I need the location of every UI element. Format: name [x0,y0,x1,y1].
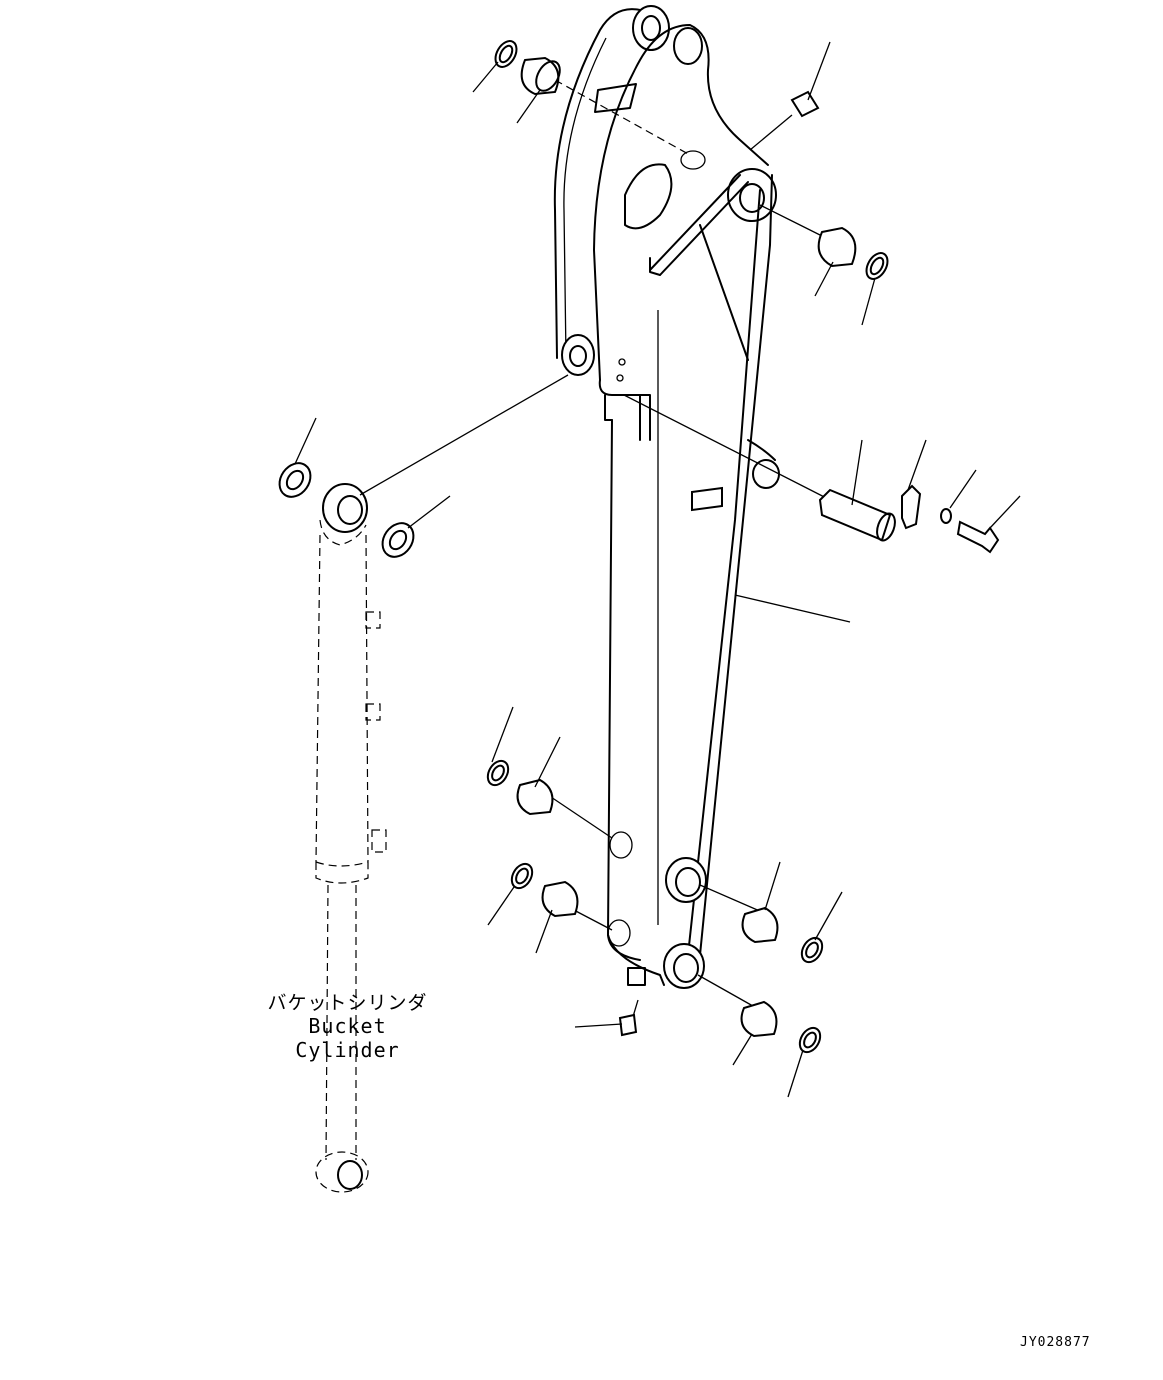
parts [278,40,1000,1054]
shim-lower-right-2 [798,1026,822,1054]
boss-link [752,459,780,489]
boss-left-mid [561,334,595,376]
bushing-left-mid-2 [541,880,579,918]
bushing-top [520,56,560,96]
shim-left-mid-2 [510,862,534,890]
grease-nipple-bottom [618,1013,638,1037]
lock-plate [901,484,922,530]
key-block [691,486,723,512]
bushing-lower-right-2 [740,1000,778,1038]
bushing-upper-right [817,226,857,268]
shim-cylinder-right [381,522,415,558]
washer [940,508,952,524]
drawing-code: JY028877 [1020,1335,1091,1350]
bucket-cylinder [315,483,387,1193]
shim-cylinder-left [278,462,312,498]
bucket-cylinder-label-en: Bucket Cylinder [295,1014,400,1062]
bushing-left-mid-1 [516,778,554,816]
connection-lines [359,79,841,1021]
boss-upper-right [727,168,777,222]
link-pin [818,488,892,542]
bushing-lower-right-1 [741,906,779,944]
top-boss-rear [632,5,670,51]
shim-left-mid-1 [486,759,510,787]
grease-nipple-top [790,90,820,118]
bucket-cylinder-label-jp: バケットシリンダ [267,992,428,1014]
shim-upper-right [865,252,889,280]
leader-lines [294,41,1021,1098]
shim-lower-right-1 [800,936,824,964]
bolt [956,520,1000,554]
arm-body [553,5,780,989]
